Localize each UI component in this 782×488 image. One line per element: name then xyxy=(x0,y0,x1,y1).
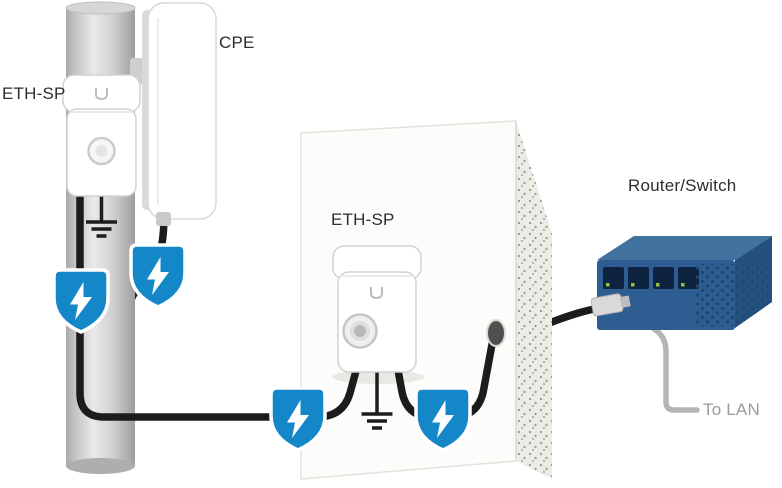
eth-sp-device-pole xyxy=(62,74,141,197)
ground-icon xyxy=(361,368,393,430)
ethsp-to-ethsp-cable xyxy=(76,188,360,421)
rj45-plug xyxy=(590,293,631,317)
eth-sp-pole-label: ETH-SP xyxy=(2,84,66,103)
eth-sp-wall-label: ETH-SP xyxy=(331,210,395,229)
ethernet-ports xyxy=(603,267,699,289)
wall-hole xyxy=(486,319,506,347)
to-lan-label: To LAN xyxy=(703,400,760,419)
vent-holes xyxy=(696,264,768,326)
router-switch-label: Router/Switch xyxy=(628,176,737,195)
cpe-device xyxy=(142,2,217,226)
ubiquiti-logo-icon xyxy=(95,88,108,101)
router-switch-device xyxy=(590,236,772,330)
cpe-label: CPE xyxy=(219,33,255,52)
surge-shield-icon xyxy=(129,243,187,309)
ground-icon xyxy=(86,193,117,238)
lan-cable xyxy=(651,326,700,413)
ubiquiti-logo-icon xyxy=(370,287,383,300)
eth-sp-device-wall xyxy=(332,245,422,373)
